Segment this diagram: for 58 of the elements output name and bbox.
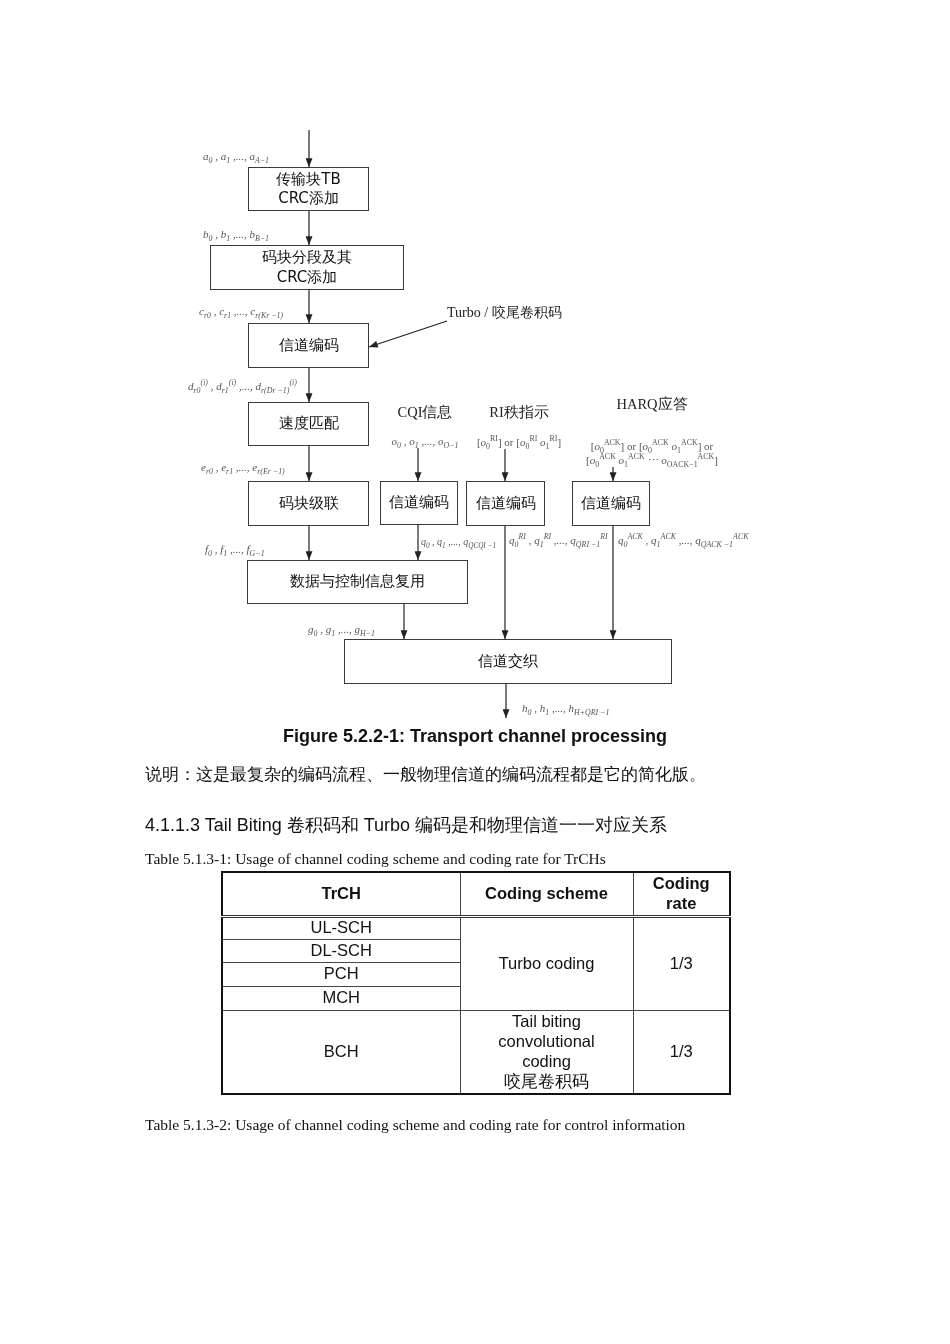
- leader-arrow: [368, 320, 448, 348]
- arrow: [501, 525, 509, 640]
- process-box: 码块分段及其CRC添加: [210, 245, 404, 290]
- arrow: [305, 210, 313, 246]
- channel-name: BCH: [323, 1041, 359, 1062]
- coding-scheme-text: Tail biting convolutional coding: [497, 1012, 596, 1072]
- arrow: [414, 447, 422, 482]
- note-paragraph: 说明：这是最复杂的编码流程、一般物理信道的编码流程都是它的简化版。: [145, 763, 706, 785]
- arrow: [305, 129, 313, 168]
- arrow: [609, 466, 617, 482]
- process-box: 信道编码: [248, 323, 369, 368]
- arrow: [501, 448, 509, 482]
- arrow: [305, 525, 313, 561]
- arrow: [609, 525, 617, 640]
- process-box: 信道交织: [344, 639, 672, 684]
- channel-name: MCH: [322, 988, 361, 1008]
- process-box: 信道编码: [380, 481, 458, 525]
- input-label: CQI信息: [397, 404, 453, 421]
- edge-label: g$_{0}$ , g$_{1}$ ,..., g$_{H−1}$: [308, 623, 375, 636]
- channel-name: PCH: [323, 964, 359, 984]
- table-caption: Table 5.1.3-1: Usage of channel coding scheme and coding rate for TrCHs: [145, 850, 606, 868]
- column-header: Coding scheme: [485, 883, 608, 904]
- callout-text: Turbo / 咬尾卷积码: [447, 303, 583, 322]
- section-heading: 4.1.1.3 Tail Biting 卷积码和 Turbo 编码是和物理信道一一对应关系: [145, 814, 668, 836]
- table-caption: Table 5.1.3-2: Usage of channel coding scheme and coding rate for control information: [145, 1116, 686, 1134]
- arrow: [414, 524, 422, 561]
- process-box: 速度匹配: [248, 402, 369, 446]
- formula-text: o$_{0}$ , o$_{1}$ ,..., o$_{O−1}$: [391, 434, 459, 448]
- edge-label: q$_{0}$ , q$_{1}$ ,..., q$_{QCQI −1}$: [421, 535, 496, 548]
- figure-caption: Figure 5.2.2-1: Transport channel processing: [282, 725, 668, 747]
- process-box: 信道编码: [572, 481, 650, 526]
- process-box: 信道编码: [466, 481, 545, 526]
- translation-text: 咬尾卷积码: [504, 1071, 589, 1092]
- arrow: [400, 603, 408, 640]
- process-box: 码块级联: [248, 481, 369, 526]
- input-label: HARQ应答: [616, 396, 688, 413]
- edge-label: f$_{0}$ , f$_{1}$ ,..., f$_{G−1}$: [205, 543, 265, 556]
- coding-rate-value: 1/3: [669, 953, 693, 974]
- column-header: TrCH: [321, 883, 361, 904]
- process-box: 传输块TB CRC添加: [248, 167, 369, 211]
- formula-text: [o$_{0}$$^{RI}$] or [o$_{0}$$^{RI}$ o$_{1}$$^{RI}$]: [476, 435, 562, 449]
- edge-label: e$_{r0}$ , e$_{r1}$ ,..., e$_{r(Er −1)}$: [201, 461, 285, 474]
- arrow: [305, 445, 313, 482]
- edge-label: a$_{0}$ , a$_{1}$ ,..., a$_{A−1}$: [203, 150, 270, 163]
- edge-label: b$_{0}$ , b$_{1}$ ,..., b$_{B−1}$: [203, 228, 270, 241]
- coding-rate-value: 1/3: [669, 1041, 693, 1062]
- coding-scheme-text: Turbo coding: [498, 953, 595, 974]
- edge-label: h$_{0}$ , h$_{1}$ ,..., h$_{H+QRI −1}$: [522, 702, 610, 715]
- arrow: [305, 367, 313, 403]
- channel-name: UL-SCH: [310, 918, 372, 938]
- channel-name: DL-SCH: [310, 940, 372, 961]
- input-label: RI秩指示: [489, 404, 549, 421]
- edge-label: c$_{r0}$ , c$_{r1}$ ,..., c$_{r(Kr −1)}$: [199, 305, 284, 318]
- process-box: 数据与控制信息复用: [247, 560, 468, 604]
- arrow: [305, 289, 313, 324]
- column-header: Coding rate: [651, 873, 711, 914]
- arrow: [502, 683, 510, 719]
- formula-text: [o$_{0}$$^{ACK}$] or [o$_{0}$$^{ACK}$ o$_{1}$$^{ACK}$] or [o$_{0}$$^{ACK}$ o$_{1}$$^{ACK}$ ⋯ o$_{OACK−1}$$^{ACK}$]: [585, 439, 719, 467]
